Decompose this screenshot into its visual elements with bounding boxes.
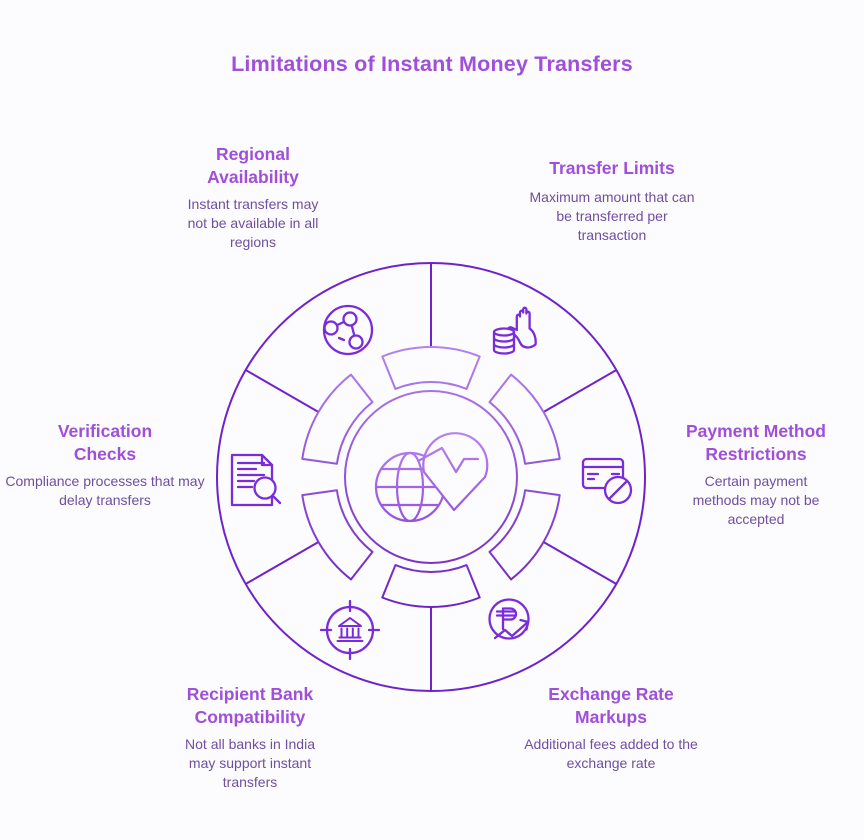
globe-pulse-icon: [374, 432, 489, 523]
label-heading: Verification Checks: [57, 421, 153, 464]
page-title: Limitations of Instant Money Transfers: [231, 52, 633, 76]
card-blocked-icon: [581, 457, 633, 505]
label-transfer-limits: Transfer Limits Maximum amount that can …: [492, 157, 732, 245]
label-description: Instant transfers may not be available i…: [187, 196, 319, 250]
label-description: Certain payment methods may not be accep…: [692, 473, 820, 527]
label-heading: Exchange Rate Markups: [548, 684, 674, 727]
label-description: Additional fees added to the exchange ra…: [524, 736, 698, 771]
document-search-icon: [230, 453, 282, 507]
label-exchange-rate-markups: Exchange Rate Markups Additional fees ad…: [500, 683, 722, 773]
center-circle: [344, 390, 518, 564]
label-heading: Transfer Limits: [549, 158, 675, 178]
label-regional-availability: Regional Availability Instant transfers …: [133, 143, 373, 252]
label-description: Maximum amount that can be transferred p…: [529, 189, 695, 243]
radial-diagram: [216, 262, 646, 692]
peso-trend-icon: [488, 598, 530, 640]
hand-coins-icon: [492, 306, 537, 355]
segment-dividers: [245, 263, 617, 691]
label-description: Compliance processes that may delay tran…: [5, 473, 205, 508]
label-heading: Recipient Bank Compatibility: [186, 684, 314, 727]
globe-network-icon: [322, 304, 374, 356]
bank-target-icon: [319, 599, 381, 661]
inner-ring-sectors: [301, 346, 561, 608]
label-verification-checks: Verification Checks Compliance processes…: [0, 420, 210, 510]
label-recipient-bank-compatibility: Recipient Bank Compatibility Not all ban…: [135, 683, 365, 792]
label-heading: Regional Availability: [207, 144, 299, 187]
label-heading: Payment Method Restrictions: [685, 421, 827, 464]
label-payment-method-restrictions: Payment Method Restrictions Certain paym…: [648, 420, 864, 529]
label-description: Not all banks in India may support insta…: [185, 736, 315, 790]
